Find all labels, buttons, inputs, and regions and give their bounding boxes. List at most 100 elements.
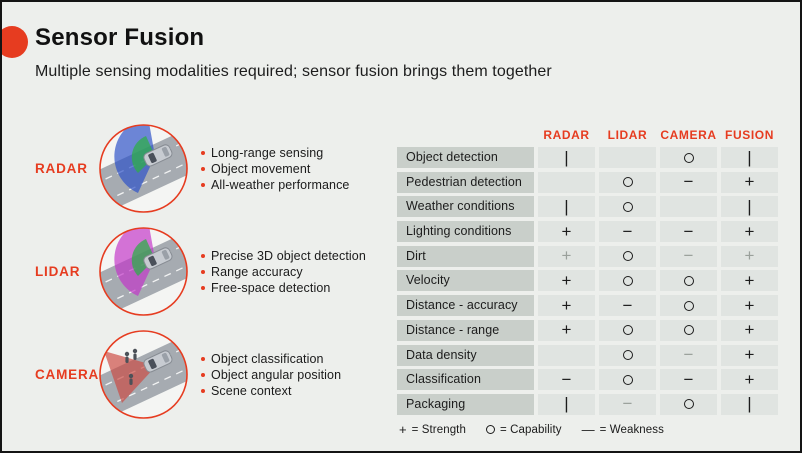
bullet-text: Object classification — [211, 351, 324, 366]
bullet-text: Range accuracy — [211, 264, 303, 279]
row-label: Packaging — [397, 393, 534, 415]
legend-symbol: — — [581, 422, 595, 437]
row-label: Dirt — [397, 245, 534, 267]
capability-ring-icon — [683, 275, 694, 286]
capability-symbol — [599, 171, 656, 193]
capability-symbol — [660, 270, 717, 292]
weakness-symbol: − — [599, 221, 656, 243]
bullet-dot-icon — [201, 388, 205, 393]
strength-symbol: + — [721, 221, 778, 243]
capability-ring-icon — [622, 374, 633, 385]
strength-symbol: + — [721, 270, 778, 292]
capability-ring-icon — [622, 177, 633, 188]
capability-ring-icon — [622, 325, 633, 336]
empty-cell — [599, 147, 656, 168]
bullet-item: Object movement — [201, 161, 349, 177]
weakness-symbol: − — [660, 369, 717, 391]
bar-symbol: | — [721, 393, 778, 415]
weakness-symbol: − — [660, 245, 717, 267]
bullet-text: Object movement — [211, 161, 311, 176]
strength-symbol: + — [721, 319, 778, 341]
sensor-name-label: LIDAR — [35, 264, 81, 279]
bullet-item: Precise 3D object detection — [201, 248, 366, 264]
capability-ring-icon — [683, 300, 694, 311]
strength-symbol: + — [721, 344, 778, 366]
legend-text: = Weakness — [599, 423, 664, 436]
bullet-dot-icon — [201, 372, 205, 377]
row-label: Data density — [397, 344, 534, 366]
capability-symbol — [660, 295, 717, 317]
row-label: Lighting conditions — [397, 221, 534, 243]
page-subtitle: Multiple sensing modalities required; se… — [35, 63, 552, 80]
capability-symbol — [660, 147, 717, 168]
capability-ring-icon — [622, 275, 633, 286]
bullet-item: All-weather performance — [201, 177, 349, 193]
capability-symbol — [599, 369, 656, 391]
legend-symbol — [485, 425, 495, 434]
bar-symbol: | — [721, 147, 778, 168]
bullet-dot-icon — [201, 150, 205, 155]
capability-symbol — [599, 196, 656, 218]
column-header-lidar: LIDAR — [607, 127, 648, 142]
row-label: Distance - accuracy — [397, 295, 534, 317]
bullet-item: Scene context — [201, 383, 341, 399]
legend-item: — = Weakness — [582, 422, 664, 437]
bullet-dot-icon — [201, 182, 205, 187]
bullet-dot-icon — [201, 269, 205, 274]
strength-symbol: + — [538, 319, 595, 341]
weakness-symbol: − — [660, 171, 717, 193]
strength-symbol: + — [721, 369, 778, 391]
bullet-item: Object angular position — [201, 367, 341, 383]
empty-cell — [538, 344, 595, 366]
empty-cell — [538, 171, 595, 193]
bullet-text: Free-space detection — [211, 280, 331, 295]
row-label: Pedestrian detection — [397, 171, 534, 193]
capability-symbol — [660, 393, 717, 415]
strength-symbol: + — [538, 245, 595, 267]
capability-symbol — [599, 270, 656, 292]
bullet-dot-icon — [201, 253, 205, 258]
weakness-symbol: − — [660, 344, 717, 366]
bullet-item: Object classification — [201, 351, 341, 367]
accent-circle-icon — [2, 26, 28, 58]
strength-symbol: + — [538, 270, 595, 292]
capability-ring-icon — [622, 201, 633, 212]
column-header-camera: CAMERA — [660, 127, 717, 142]
empty-cell — [660, 196, 717, 218]
capability-ring-icon — [622, 350, 633, 360]
bullet-item: Range accuracy — [201, 264, 366, 280]
sensor-name-label: RADAR — [35, 161, 88, 176]
bullet-dot-icon — [201, 356, 205, 361]
radar-scene-icon — [98, 123, 189, 214]
row-label: Weather conditions — [397, 196, 534, 218]
capability-ring-icon — [683, 325, 694, 336]
bullet-text: All-weather performance — [211, 177, 350, 192]
legend-text: = Capability — [499, 423, 562, 436]
row-label: Distance - range — [397, 319, 534, 341]
strength-symbol: + — [721, 295, 778, 317]
strength-symbol: + — [538, 221, 595, 243]
row-label: Velocity — [397, 270, 534, 292]
capability-symbol — [599, 245, 656, 267]
weakness-symbol: − — [599, 393, 656, 415]
capability-symbol — [599, 344, 656, 366]
weakness-symbol: − — [538, 369, 595, 391]
bar-symbol: | — [538, 196, 595, 218]
capability-ring-icon — [683, 399, 694, 410]
column-header-fusion: FUSION — [725, 127, 774, 142]
capability-ring-icon — [622, 251, 633, 262]
strength-symbol: + — [721, 245, 778, 267]
bullet-text: Object angular position — [211, 367, 342, 382]
legend-text: = Strength — [411, 423, 466, 436]
capability-symbol — [599, 319, 656, 341]
capability-ring-icon — [683, 152, 694, 163]
weakness-symbol: − — [599, 295, 656, 317]
